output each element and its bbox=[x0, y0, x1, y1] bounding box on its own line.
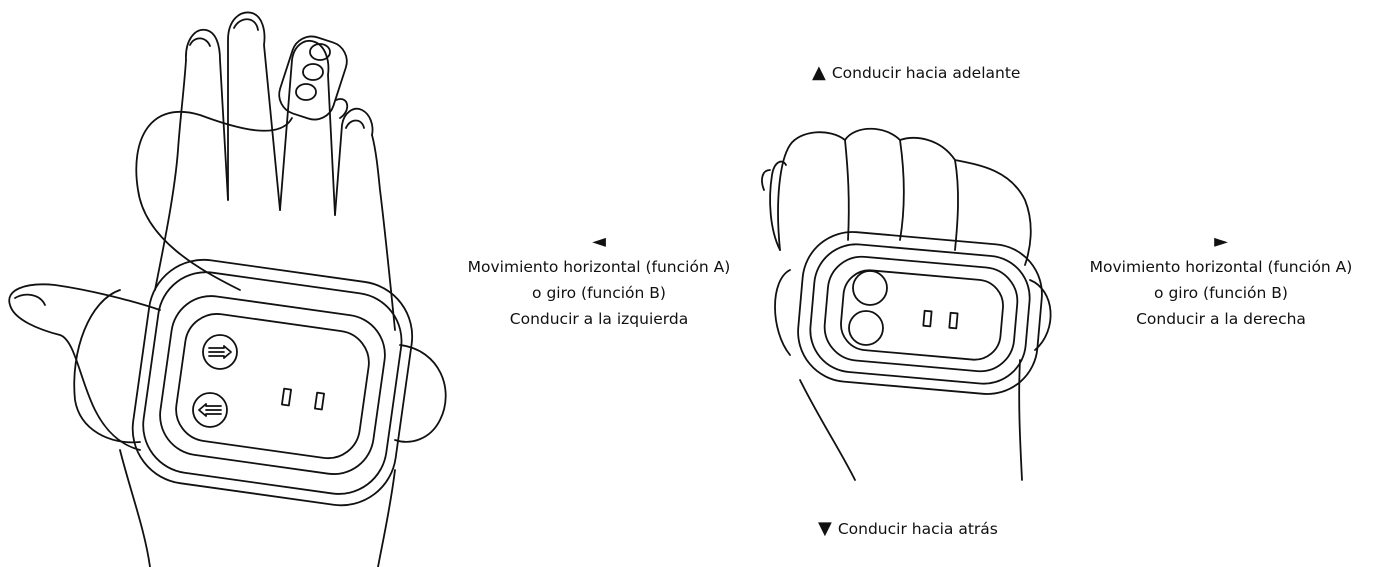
label-right-line2: o giro (función B) bbox=[1154, 284, 1288, 302]
label-forward-text: Conducir hacia adelante bbox=[831, 64, 1021, 82]
round-button-bottom-icon bbox=[848, 310, 884, 346]
label-forward: ▲ Conducir hacia adelante bbox=[812, 60, 1020, 86]
wrist-controller-right bbox=[797, 231, 1043, 395]
open-hand-illustration bbox=[8, 11, 447, 567]
label-left-line3: Conducir a la izquierda bbox=[509, 310, 689, 328]
label-right-line1: Movimiento horizontal (función A) bbox=[1089, 258, 1353, 276]
wrist-controller-left bbox=[73, 258, 447, 507]
round-button-top-icon bbox=[852, 270, 888, 306]
arrow-down-icon: ▼ bbox=[818, 518, 832, 539]
arrow-right-triangle-icon: ► bbox=[1214, 231, 1228, 252]
controller-cable bbox=[135, 110, 293, 291]
arrow-right-icon bbox=[202, 334, 238, 370]
label-right: ► Movimiento horizontal (función A) o gi… bbox=[1062, 230, 1380, 332]
arrow-up-icon: ▲ bbox=[812, 62, 826, 83]
arrow-left-icon bbox=[192, 392, 228, 428]
label-left-line2: o giro (función B) bbox=[532, 284, 666, 302]
label-left-line1: Movimiento horizontal (función A) bbox=[467, 258, 731, 276]
arrow-left-triangle-icon: ◄ bbox=[592, 231, 606, 252]
label-backward-text: Conducir hacia atrás bbox=[837, 520, 998, 538]
label-right-line3: Conducir a la derecha bbox=[1136, 310, 1306, 328]
label-left: ◄ Movimiento horizontal (función A) o gi… bbox=[440, 230, 758, 332]
finger-ring-controller bbox=[278, 35, 349, 121]
label-backward: ▼ Conducir hacia atrás bbox=[818, 516, 998, 542]
fist-illustration bbox=[761, 127, 1052, 481]
